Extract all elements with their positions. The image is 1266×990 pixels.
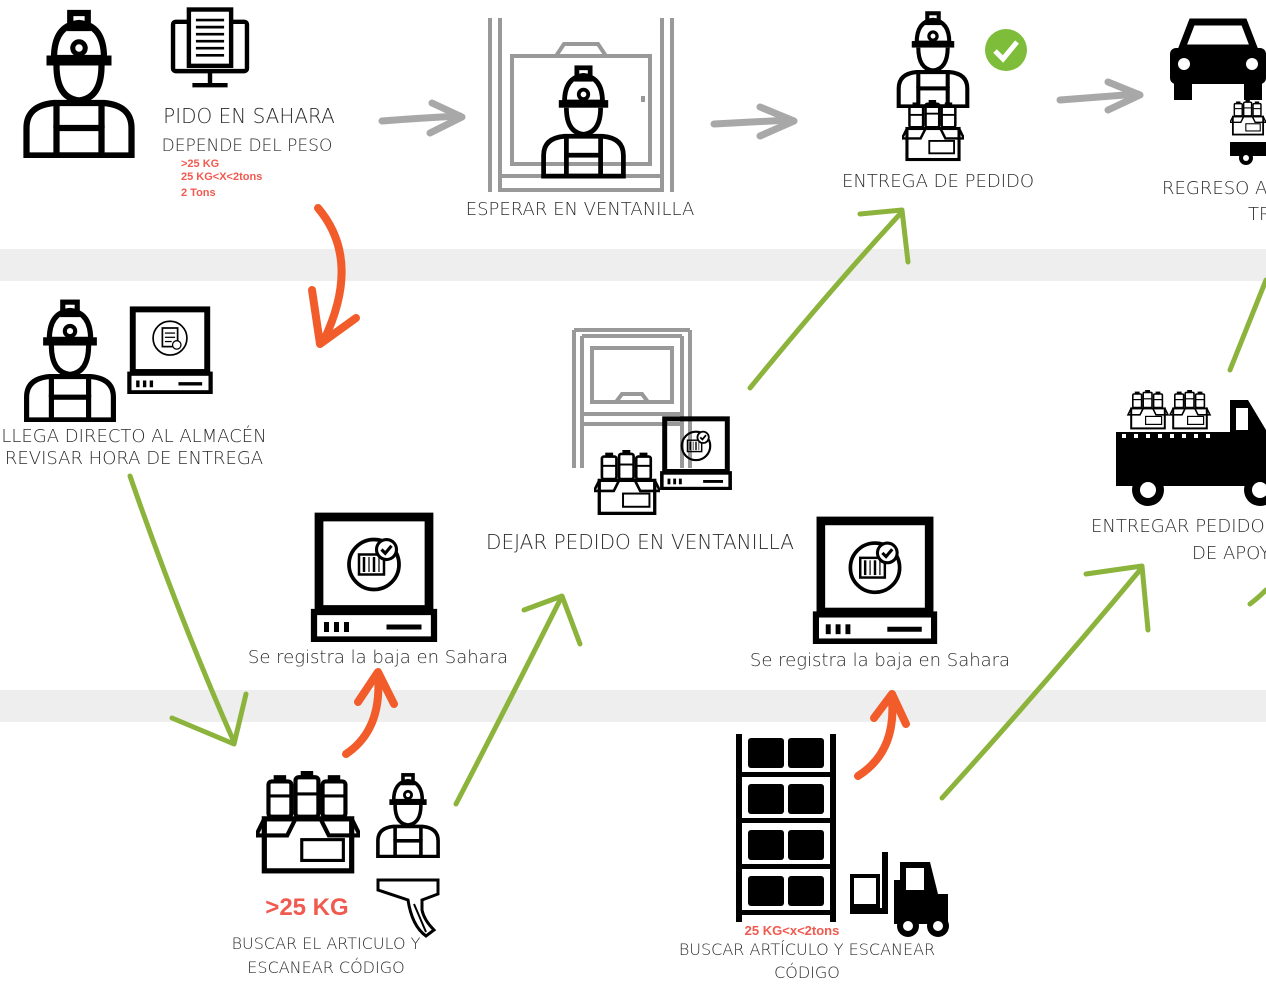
- step-buscar1-line1: BUSCAR EL ARTICULO Y: [231, 934, 421, 953]
- service-window-icon: [488, 18, 674, 192]
- weight-option-1: >25 KG: [181, 158, 220, 170]
- step-buscar2-line1: BUSCAR ARTÍCULO Y ESCANEAR: [678, 940, 936, 959]
- orange-arrows: [308, 204, 910, 780]
- checkmark-icon: [985, 29, 1027, 71]
- forklift-icon: [850, 852, 949, 937]
- green-arrows: [127, 207, 1266, 807]
- step-registra1-label: Se registra la baja en Sahara: [247, 647, 509, 668]
- weight-option-2: 25 KG<X<2tons: [181, 171, 263, 183]
- truck-icon: [1116, 390, 1266, 506]
- step-buscar1-weight: >25 KG: [265, 894, 349, 921]
- step-buscar2-line2: CÓDIGO: [774, 963, 840, 982]
- step-llega-line1: LLEGA DIRECTO AL ALMACÉN: [1, 426, 267, 447]
- step-entrega-label: ENTREGA DE PEDIDO: [841, 171, 1035, 192]
- gray-arrows: [378, 78, 1144, 140]
- step-dejar-label: DEJAR PEDIDO EN VENTANILLA: [486, 530, 794, 554]
- computer-icon: [127, 306, 213, 394]
- terminal-document-icon: [170, 7, 250, 88]
- step-buscar2-weight: 25 KG<x<2tons: [744, 923, 840, 938]
- step-buscar1-line2: ESCANEAR CÓDIGO: [247, 958, 405, 977]
- weight-option-3: 2 Tons: [181, 187, 216, 199]
- step-pido-subtitle: DEPENDE DEL PESO: [161, 136, 333, 156]
- car-icon: [1170, 18, 1266, 100]
- step-pido-title: PIDO EN SAHARA: [163, 104, 335, 128]
- warehouse-shelf-icon: [736, 734, 836, 922]
- step-entregar-line1: ENTREGAR PEDIDO: [1091, 516, 1265, 537]
- delivery-truck-icon: [1230, 100, 1266, 165]
- lane-divider-bottom: [0, 690, 1266, 722]
- step-esperar-label: ESPERAR EN VENTANILLA: [465, 199, 695, 220]
- barcode-scanner-icon: [376, 878, 440, 938]
- step-llega-line2: REVISAR HORA DE ENTREGA: [4, 448, 264, 469]
- step-regreso-line2: TR: [1248, 204, 1266, 225]
- step-registra2-label: Se registra la baja en Sahara: [749, 650, 1011, 671]
- lane-divider-top: [0, 249, 1266, 281]
- step-regreso-line1: REGRESO A: [1162, 178, 1266, 199]
- step-entregar-line2: DE APOY: [1192, 543, 1266, 564]
